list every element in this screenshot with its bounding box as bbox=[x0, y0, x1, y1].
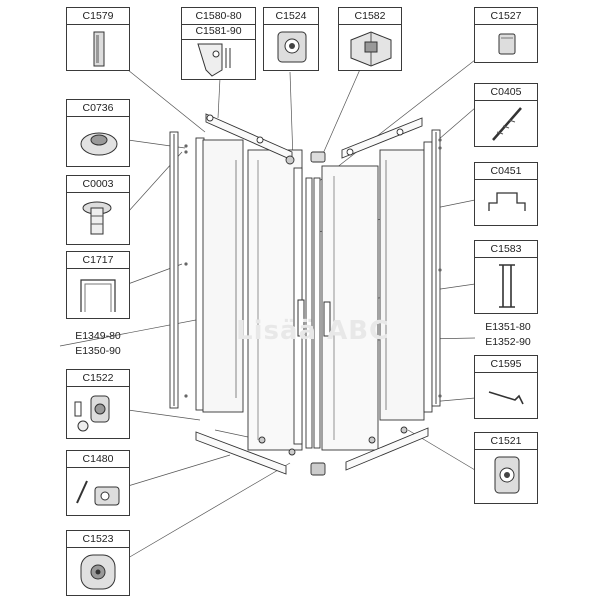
part-code: C1717 bbox=[67, 252, 129, 269]
roller-bracket-icon bbox=[74, 395, 110, 432]
bottom-rail-left bbox=[195, 431, 296, 475]
part-card-c1524[interactable]: C1524 bbox=[263, 7, 319, 71]
watermark-logo: Lisää ABC bbox=[236, 316, 390, 346]
part-card-c1579[interactable]: C1579 bbox=[66, 7, 130, 71]
part-card-c1717[interactable]: C1717 bbox=[66, 251, 130, 319]
top-rail-left bbox=[205, 113, 295, 165]
part-card-c1527[interactable]: C1527 bbox=[474, 7, 538, 63]
part-card-c1583[interactable]: C1583 bbox=[474, 240, 538, 314]
part-code: C1579 bbox=[67, 8, 129, 25]
part-card-c1480[interactable]: C1480 bbox=[66, 450, 130, 516]
part-code: C1480 bbox=[67, 451, 129, 468]
part-code: C1582 bbox=[339, 8, 401, 25]
part-code: C1524 bbox=[264, 8, 318, 25]
label-e1350-90: E1350-90 bbox=[75, 345, 121, 357]
screws bbox=[184, 138, 442, 398]
part-code: C1522 bbox=[67, 370, 129, 387]
part-card-c1521[interactable]: C1521 bbox=[474, 432, 538, 504]
wall-profile-icon bbox=[80, 279, 116, 312]
glass-clip-icon bbox=[93, 31, 105, 67]
part-card-c1582[interactable]: C1582 bbox=[338, 7, 402, 71]
left-side-frame bbox=[169, 131, 303, 451]
part-card-c1523[interactable]: C1523 bbox=[66, 530, 130, 596]
right-side-frame bbox=[321, 129, 441, 451]
screw-bracket-icon bbox=[76, 480, 120, 506]
part-code: C0405 bbox=[475, 84, 537, 101]
part-code: C1580-80 bbox=[182, 8, 255, 25]
label-e1349-80: E1349-80 bbox=[75, 330, 121, 342]
hook-pin-icon bbox=[488, 391, 524, 405]
part-code-alt: C1581-90 bbox=[182, 24, 255, 40]
door-handle-icon bbox=[499, 264, 515, 308]
part-code: C1521 bbox=[475, 433, 537, 450]
part-card-c1580-c1581[interactable]: C1580-80 C1581-90 bbox=[181, 7, 256, 80]
corner-bracket-icon bbox=[197, 43, 231, 77]
corner-pieces bbox=[305, 151, 326, 476]
part-card-c0736[interactable]: C0736 bbox=[66, 99, 130, 167]
wall-plug-cap-icon bbox=[80, 132, 118, 156]
corner-connector-icon bbox=[350, 31, 392, 67]
part-code: C0451 bbox=[475, 163, 537, 180]
part-code: C1595 bbox=[475, 356, 537, 373]
part-code: C1527 bbox=[475, 8, 537, 25]
roller-wheel-icon bbox=[80, 554, 116, 590]
bottom-rail-right bbox=[345, 426, 429, 471]
part-code: C1523 bbox=[67, 531, 129, 548]
door-handles bbox=[297, 299, 331, 337]
part-card-c1595[interactable]: C1595 bbox=[474, 355, 538, 419]
wood-screw-icon bbox=[492, 107, 522, 141]
label-e1351-80: E1351-80 bbox=[485, 321, 531, 333]
glass-seal-clip-icon bbox=[488, 192, 526, 211]
part-code: C1583 bbox=[475, 241, 537, 258]
screw-anchor-icon bbox=[82, 201, 112, 235]
end-cap-icon bbox=[498, 33, 516, 55]
part-card-c0003[interactable]: C0003 bbox=[66, 175, 130, 245]
top-rail-right bbox=[341, 117, 423, 159]
label-e1352-90: E1352-90 bbox=[485, 336, 531, 348]
top-roller-icon bbox=[277, 31, 307, 63]
part-card-c1522[interactable]: C1522 bbox=[66, 369, 130, 439]
part-code: C0003 bbox=[67, 176, 129, 193]
part-card-c0405[interactable]: C0405 bbox=[474, 83, 538, 147]
bottom-roller-icon bbox=[494, 456, 520, 494]
part-card-c0451[interactable]: C0451 bbox=[474, 162, 538, 226]
part-code: C0736 bbox=[67, 100, 129, 117]
